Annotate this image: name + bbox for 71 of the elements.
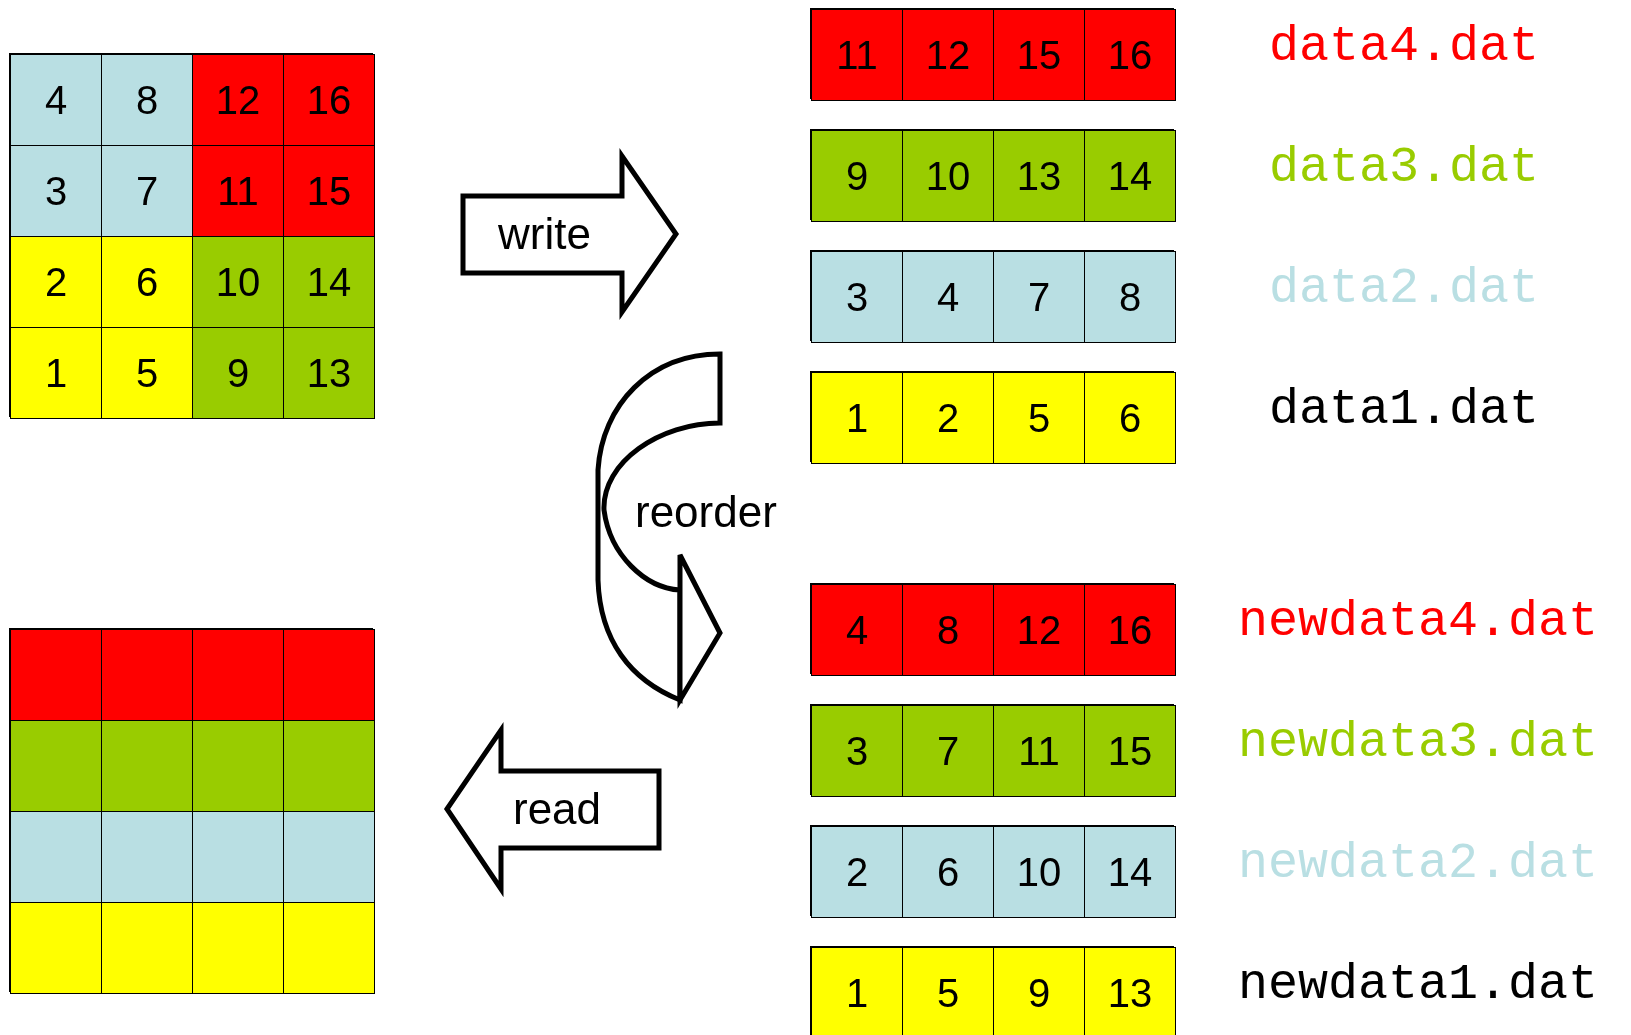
number-cell: 12	[902, 9, 994, 101]
number-cell: 14	[1084, 826, 1176, 918]
number-cell: 13	[993, 130, 1085, 222]
number-cell: 11	[811, 9, 903, 101]
number-cell: 12	[993, 584, 1085, 676]
number-cell: 8	[902, 584, 994, 676]
number-cell: 6	[902, 826, 994, 918]
file-name: data4.dat	[1269, 22, 1540, 72]
file-row	[810, 8, 1174, 99]
number-cell: 13	[1084, 947, 1176, 1035]
number-cell: 8	[101, 54, 193, 146]
file-name: data1.dat	[1269, 385, 1540, 435]
number-cell: 9	[192, 327, 284, 419]
number-cell: 15	[993, 9, 1085, 101]
grid	[9, 628, 373, 992]
edge-label: reorder	[635, 490, 777, 534]
number-cell: 16	[1084, 9, 1176, 101]
number-cell: 12	[192, 54, 284, 146]
number-cell: 10	[993, 826, 1085, 918]
curved-block-arrow	[595, 351, 723, 710]
number-cell: 11	[993, 705, 1085, 797]
arrow-label: write	[498, 212, 591, 256]
file-row	[810, 129, 1174, 220]
number-cell: 1	[811, 372, 903, 464]
number-cell: 6	[101, 236, 193, 328]
file-name: newdata4.dat	[1238, 597, 1599, 647]
number-cell: 3	[10, 145, 102, 237]
number-cell: 3	[811, 705, 903, 797]
grid	[9, 53, 373, 417]
file-name: data2.dat	[1269, 264, 1540, 314]
number-cell: 11	[192, 145, 284, 237]
number-cell: 4	[811, 584, 903, 676]
arrow-label: read	[513, 787, 602, 831]
number-cell: 2	[811, 826, 903, 918]
number-cell: 16	[1084, 584, 1176, 676]
number-cell: 14	[283, 236, 375, 328]
number-cell: 7	[902, 705, 994, 797]
file-row	[810, 704, 1174, 795]
number-cell: 14	[1084, 130, 1176, 222]
number-cell: 3	[811, 251, 903, 343]
number-cell: 2	[902, 372, 994, 464]
block-arrow	[444, 725, 664, 895]
file-row	[810, 250, 1174, 341]
number-cell: 1	[10, 327, 102, 419]
number-cell: 7	[101, 145, 193, 237]
number-cell: 8	[1084, 251, 1176, 343]
file-row	[810, 825, 1174, 916]
number-cell: 4	[902, 251, 994, 343]
number-cell: 13	[283, 327, 375, 419]
number-cell: 10	[902, 130, 994, 222]
number-cell: 15	[1084, 705, 1176, 797]
number-cell: 16	[283, 54, 375, 146]
file-name: newdata2.dat	[1238, 839, 1599, 889]
number-cell: 2	[10, 236, 102, 328]
number-cell: 9	[811, 130, 903, 222]
number-cell: 10	[192, 236, 284, 328]
number-cell: 15	[283, 145, 375, 237]
file-row	[810, 371, 1174, 462]
number-cell: 5	[993, 372, 1085, 464]
file-name: newdata3.dat	[1238, 718, 1599, 768]
file-name: data3.dat	[1269, 143, 1540, 193]
file-row	[810, 583, 1174, 674]
number-cell: 4	[10, 54, 102, 146]
number-cell: 9	[993, 947, 1085, 1035]
number-cell: 5	[101, 327, 193, 419]
file-name: newdata1.dat	[1238, 960, 1599, 1010]
number-cell: 5	[902, 947, 994, 1035]
number-cell: 1	[811, 947, 903, 1035]
number-cell: 7	[993, 251, 1085, 343]
number-cell: 6	[1084, 372, 1176, 464]
file-row	[810, 946, 1174, 1035]
